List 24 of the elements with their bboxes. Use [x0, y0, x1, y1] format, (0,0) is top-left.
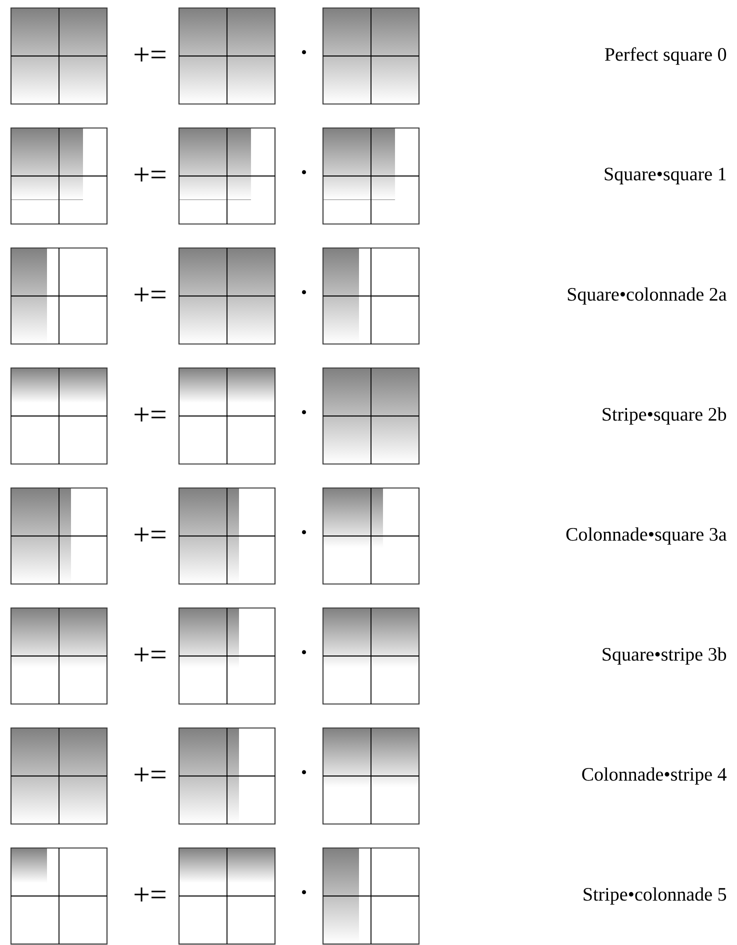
row-label: Perfect square 0 [604, 47, 726, 65]
operator-symbol: += [134, 648, 166, 662]
operator-symbol: += [134, 768, 166, 782]
operator-symbol: • [302, 890, 306, 894]
row-label: Stripe•square 2b [602, 407, 726, 425]
operator-symbol: += [134, 48, 166, 62]
operator-symbol: • [302, 770, 306, 774]
operator-symbol: += [134, 168, 166, 182]
operator-symbol: += [134, 888, 166, 902]
row-label: Stripe•colonnade 5 [584, 887, 726, 905]
operator-symbol: • [302, 50, 306, 54]
row-label: Colonnade•stripe 4 [582, 767, 727, 785]
operator-symbol: • [302, 290, 306, 294]
row-label: Square•square 1 [604, 168, 726, 184]
operator-symbol: += [134, 528, 166, 542]
operator-symbol: += [134, 408, 166, 422]
operator-symbol: • [302, 530, 306, 534]
operator-symbol: • [302, 650, 306, 654]
row-label: Colonnade•square 3a [566, 527, 727, 545]
row-label: Square•stripe 3b [602, 647, 726, 665]
operator-symbol: += [134, 288, 166, 302]
operator-symbol: • [302, 410, 306, 414]
operator-symbol: • [302, 170, 306, 174]
row-label: Square•colonnade 2a [568, 287, 727, 305]
